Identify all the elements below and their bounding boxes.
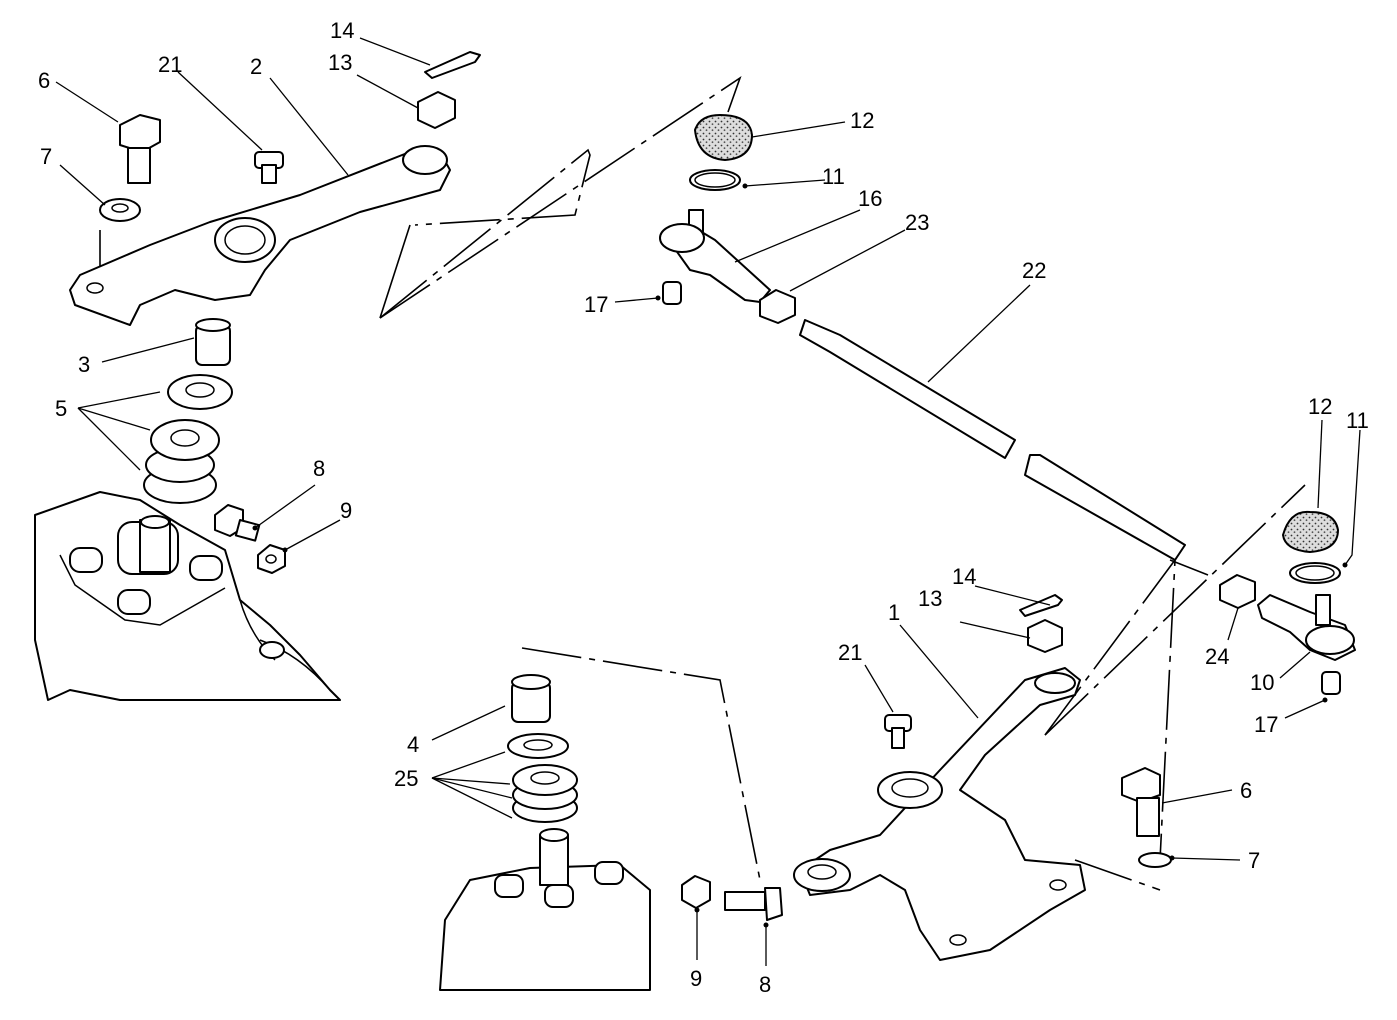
callout-21-lower: 21 — [838, 640, 862, 665]
callout-labels: 6 7 21 2 14 13 3 5 8 9 12 11 16 23 17 22… — [38, 18, 1369, 997]
bolt-6-lower — [1121, 767, 1161, 837]
callout-13-lower: 13 — [918, 586, 942, 611]
callout-16: 16 — [858, 186, 882, 211]
lock-washer-7-upper — [99, 198, 141, 222]
callout-9-upper: 9 — [340, 498, 352, 523]
dust-boot-12-lower — [1281, 510, 1340, 554]
bolt-6-upper — [119, 114, 161, 184]
callout-7-lower: 7 — [1248, 848, 1260, 873]
callout-8-lower: 8 — [759, 972, 771, 997]
callout-10: 10 — [1250, 670, 1274, 695]
callout-4: 4 — [407, 732, 419, 757]
callout-12-lower: 12 — [1308, 394, 1332, 419]
tie-rod-22 — [799, 319, 1209, 576]
callout-6-lower: 6 — [1240, 778, 1252, 803]
dust-boot-12-upper — [693, 113, 754, 162]
callout-2: 2 — [250, 54, 262, 79]
spacer-washers-25 — [507, 733, 578, 823]
spacer-washers-5 — [143, 374, 233, 504]
callout-21-upper: 21 — [158, 52, 182, 77]
castle-nut-13-upper — [417, 91, 456, 129]
callout-25: 25 — [394, 766, 418, 791]
cotter-pin-14-lower — [1019, 594, 1063, 617]
callout-5: 5 — [55, 396, 67, 421]
grease-fitting-17-lower — [1321, 671, 1341, 695]
callout-23: 23 — [905, 210, 929, 235]
pitman-arm — [69, 145, 451, 326]
callout-13-upper: 13 — [328, 50, 352, 75]
castle-nut-13-lower — [1027, 619, 1063, 653]
callout-22: 22 — [1022, 258, 1046, 283]
bolt-8-lower — [724, 887, 783, 921]
grease-fitting-17-upper — [662, 281, 682, 305]
nut-9-lower — [681, 875, 711, 909]
snap-ring-11-lower — [1289, 562, 1341, 584]
bushing-3 — [195, 318, 231, 366]
callout-11-lower: 11 — [1346, 408, 1369, 433]
callout-3: 3 — [78, 352, 90, 377]
bolt-8-upper — [214, 504, 261, 542]
callout-6-upper: 6 — [38, 68, 50, 93]
steering-box-left — [34, 491, 341, 701]
callout-1: 1 — [888, 600, 900, 625]
bushing-4 — [511, 674, 551, 723]
callout-9-lower: 9 — [690, 966, 702, 991]
callout-12-upper: 12 — [850, 108, 874, 133]
lock-washer-7-lower — [1138, 852, 1172, 868]
callout-14-upper: 14 — [330, 18, 354, 43]
nut-9-upper — [257, 544, 286, 574]
steering-box-lower — [439, 828, 651, 991]
leader-lines — [55, 37, 1361, 966]
grease-fitting-21-upper — [254, 151, 284, 184]
steering-arm-1 — [793, 667, 1086, 961]
callout-14-lower: 14 — [952, 564, 976, 589]
tie-rod-end-10 — [1257, 594, 1356, 661]
callout-24: 24 — [1205, 644, 1229, 669]
grease-fitting-21-lower — [884, 714, 912, 749]
callout-17-lower: 17 — [1254, 712, 1278, 737]
callout-8-upper: 8 — [313, 456, 325, 481]
callout-17-upper: 17 — [584, 292, 608, 317]
snap-ring-11-upper — [689, 169, 741, 191]
callout-7-upper: 7 — [40, 144, 52, 169]
jam-nut-24 — [1219, 574, 1256, 609]
jam-nut-23 — [759, 289, 796, 324]
callout-11-upper: 11 — [822, 164, 845, 189]
cotter-pin-14-upper — [424, 51, 481, 79]
